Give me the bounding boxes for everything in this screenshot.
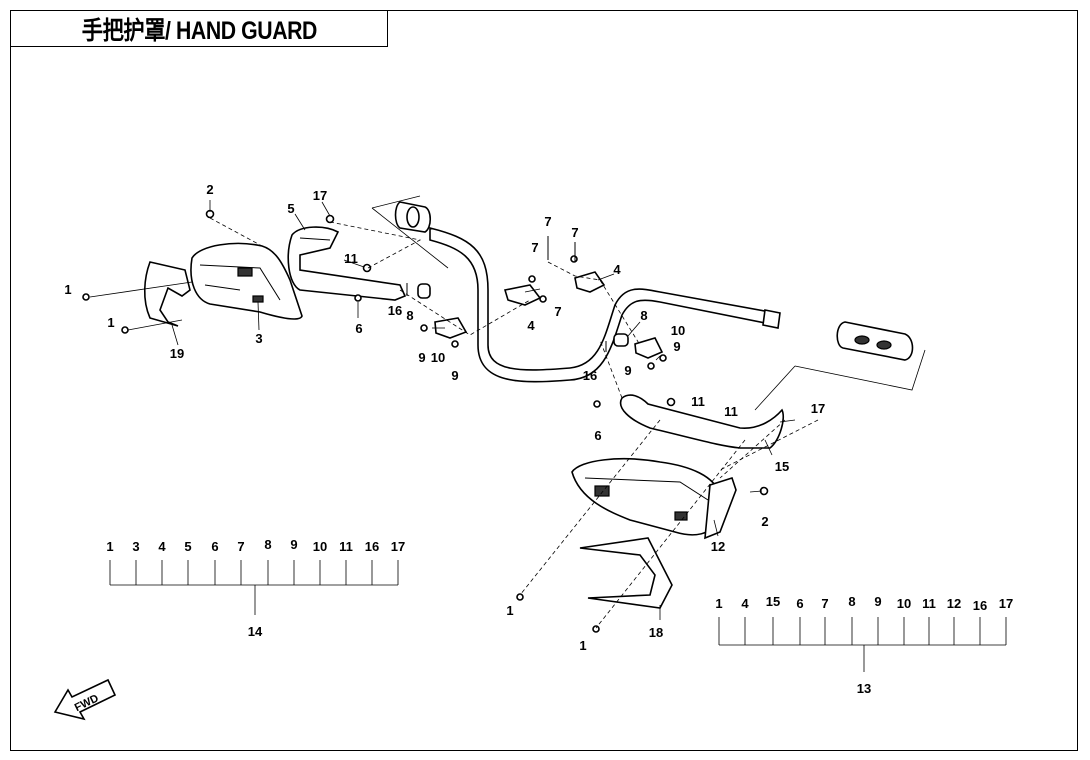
kit-item-label: 9 [290,537,297,552]
kit-item-label: 6 [211,539,218,554]
kit-item-label: 7 [237,539,244,554]
kit-item-label: 17 [391,539,405,554]
callout-label: 11 [691,394,705,409]
leader-lines [89,200,796,620]
kit-name-label: 14 [248,624,263,639]
callout-label: 11 [724,404,738,419]
callout-label: 9 [673,339,680,354]
kit-item-label: 4 [158,539,166,554]
callout-label: 9 [451,368,458,383]
kit-item-label: 12 [947,596,961,611]
assembly-lines [209,217,819,629]
callout-label: 16 [388,303,402,318]
kit-item-label: 4 [741,596,749,611]
callout-label: 10 [671,323,685,338]
kit-item-label: 5 [184,539,191,554]
callout-label: 15 [775,459,789,474]
callout-label: 1 [506,603,513,618]
callout-label: 8 [640,308,647,323]
callout-label: 17 [313,188,327,203]
kit-item-label: 10 [897,596,911,611]
callout-label: 19 [170,346,184,361]
right-bracket [619,394,785,449]
kit-13-labels: 1 4 15 6 7 8 9 10 11 12 16 17 13 [715,594,1013,696]
drawing-frame [10,10,1078,751]
kit-item-label: 1 [715,596,722,611]
callout-label: 2 [206,182,213,197]
kit-item-label: 16 [973,598,987,613]
left-clamp-upper [503,284,542,306]
kit-item-label: 1 [106,539,113,554]
callout-label: 4 [613,262,621,277]
title-box: 手把护罩/ HAND GUARD [10,10,388,47]
callout-label: 8 [406,308,413,323]
callout-label: 5 [287,201,294,216]
kit-item-label: 10 [313,539,327,554]
page-title: 手把护罩/ HAND GUARD [81,16,317,45]
callout-label: 1 [64,282,71,297]
left-hand-guard-shell [190,242,303,320]
kit-item-label: 11 [339,539,353,554]
callout-label: 3 [255,331,262,346]
spacer-left [417,283,431,299]
kit-item-label: 8 [848,594,855,609]
right-inner-guard [579,537,673,609]
callout-labels: 2 5 17 11 1 1 19 3 6 16 8 9 10 9 7 7 7 4… [64,182,825,653]
callout-label: 18 [649,625,663,640]
kit-13-bracket [718,617,1007,672]
spacer-right [613,333,629,347]
fwd-arrow-icon: FWD [53,678,117,721]
right-clamp-upper [574,271,606,293]
kit-item-label: 6 [796,596,803,611]
kit-name-label: 13 [857,681,871,696]
callout-label: 11 [344,251,358,266]
right-grip [836,321,914,361]
callout-label: 4 [527,318,535,333]
kit-item-label: 17 [999,596,1013,611]
fasteners [82,209,769,633]
left-grip [394,201,432,233]
callout-label: 1 [107,315,114,330]
callout-label: 1 [579,638,586,653]
right-hand-guard-shell [571,458,737,540]
callout-label: 9 [624,363,631,378]
left-clamp-lower [434,317,468,339]
kit-item-label: 11 [922,596,936,611]
left-bracket [287,226,407,301]
callout-label: 7 [571,225,578,240]
callout-label: 16 [583,368,597,383]
callout-label: 12 [711,539,725,554]
callout-label: 2 [761,514,768,529]
kit-14-labels: 1 3 4 5 6 7 8 9 10 11 16 17 14 [106,537,405,639]
callout-label: 17 [811,401,825,416]
kit-item-label: 8 [264,537,271,552]
kit-item-label: 3 [132,539,139,554]
kit-item-label: 16 [365,539,379,554]
callout-label: 9 [418,350,425,365]
kit-item-label: 15 [766,594,780,609]
callout-label: 7 [554,304,561,319]
callout-label: 7 [544,214,551,229]
kit-item-label: 9 [874,594,881,609]
callout-label: 7 [531,240,538,255]
handlebar [429,226,781,383]
right-clamp-lower [634,337,664,359]
kit-14-bracket [109,560,399,615]
kit-item-label: 7 [821,596,828,611]
left-inner-guard [143,261,191,327]
callout-label: 6 [355,321,362,336]
callout-label: 6 [594,428,601,443]
callout-label: 10 [431,350,445,365]
